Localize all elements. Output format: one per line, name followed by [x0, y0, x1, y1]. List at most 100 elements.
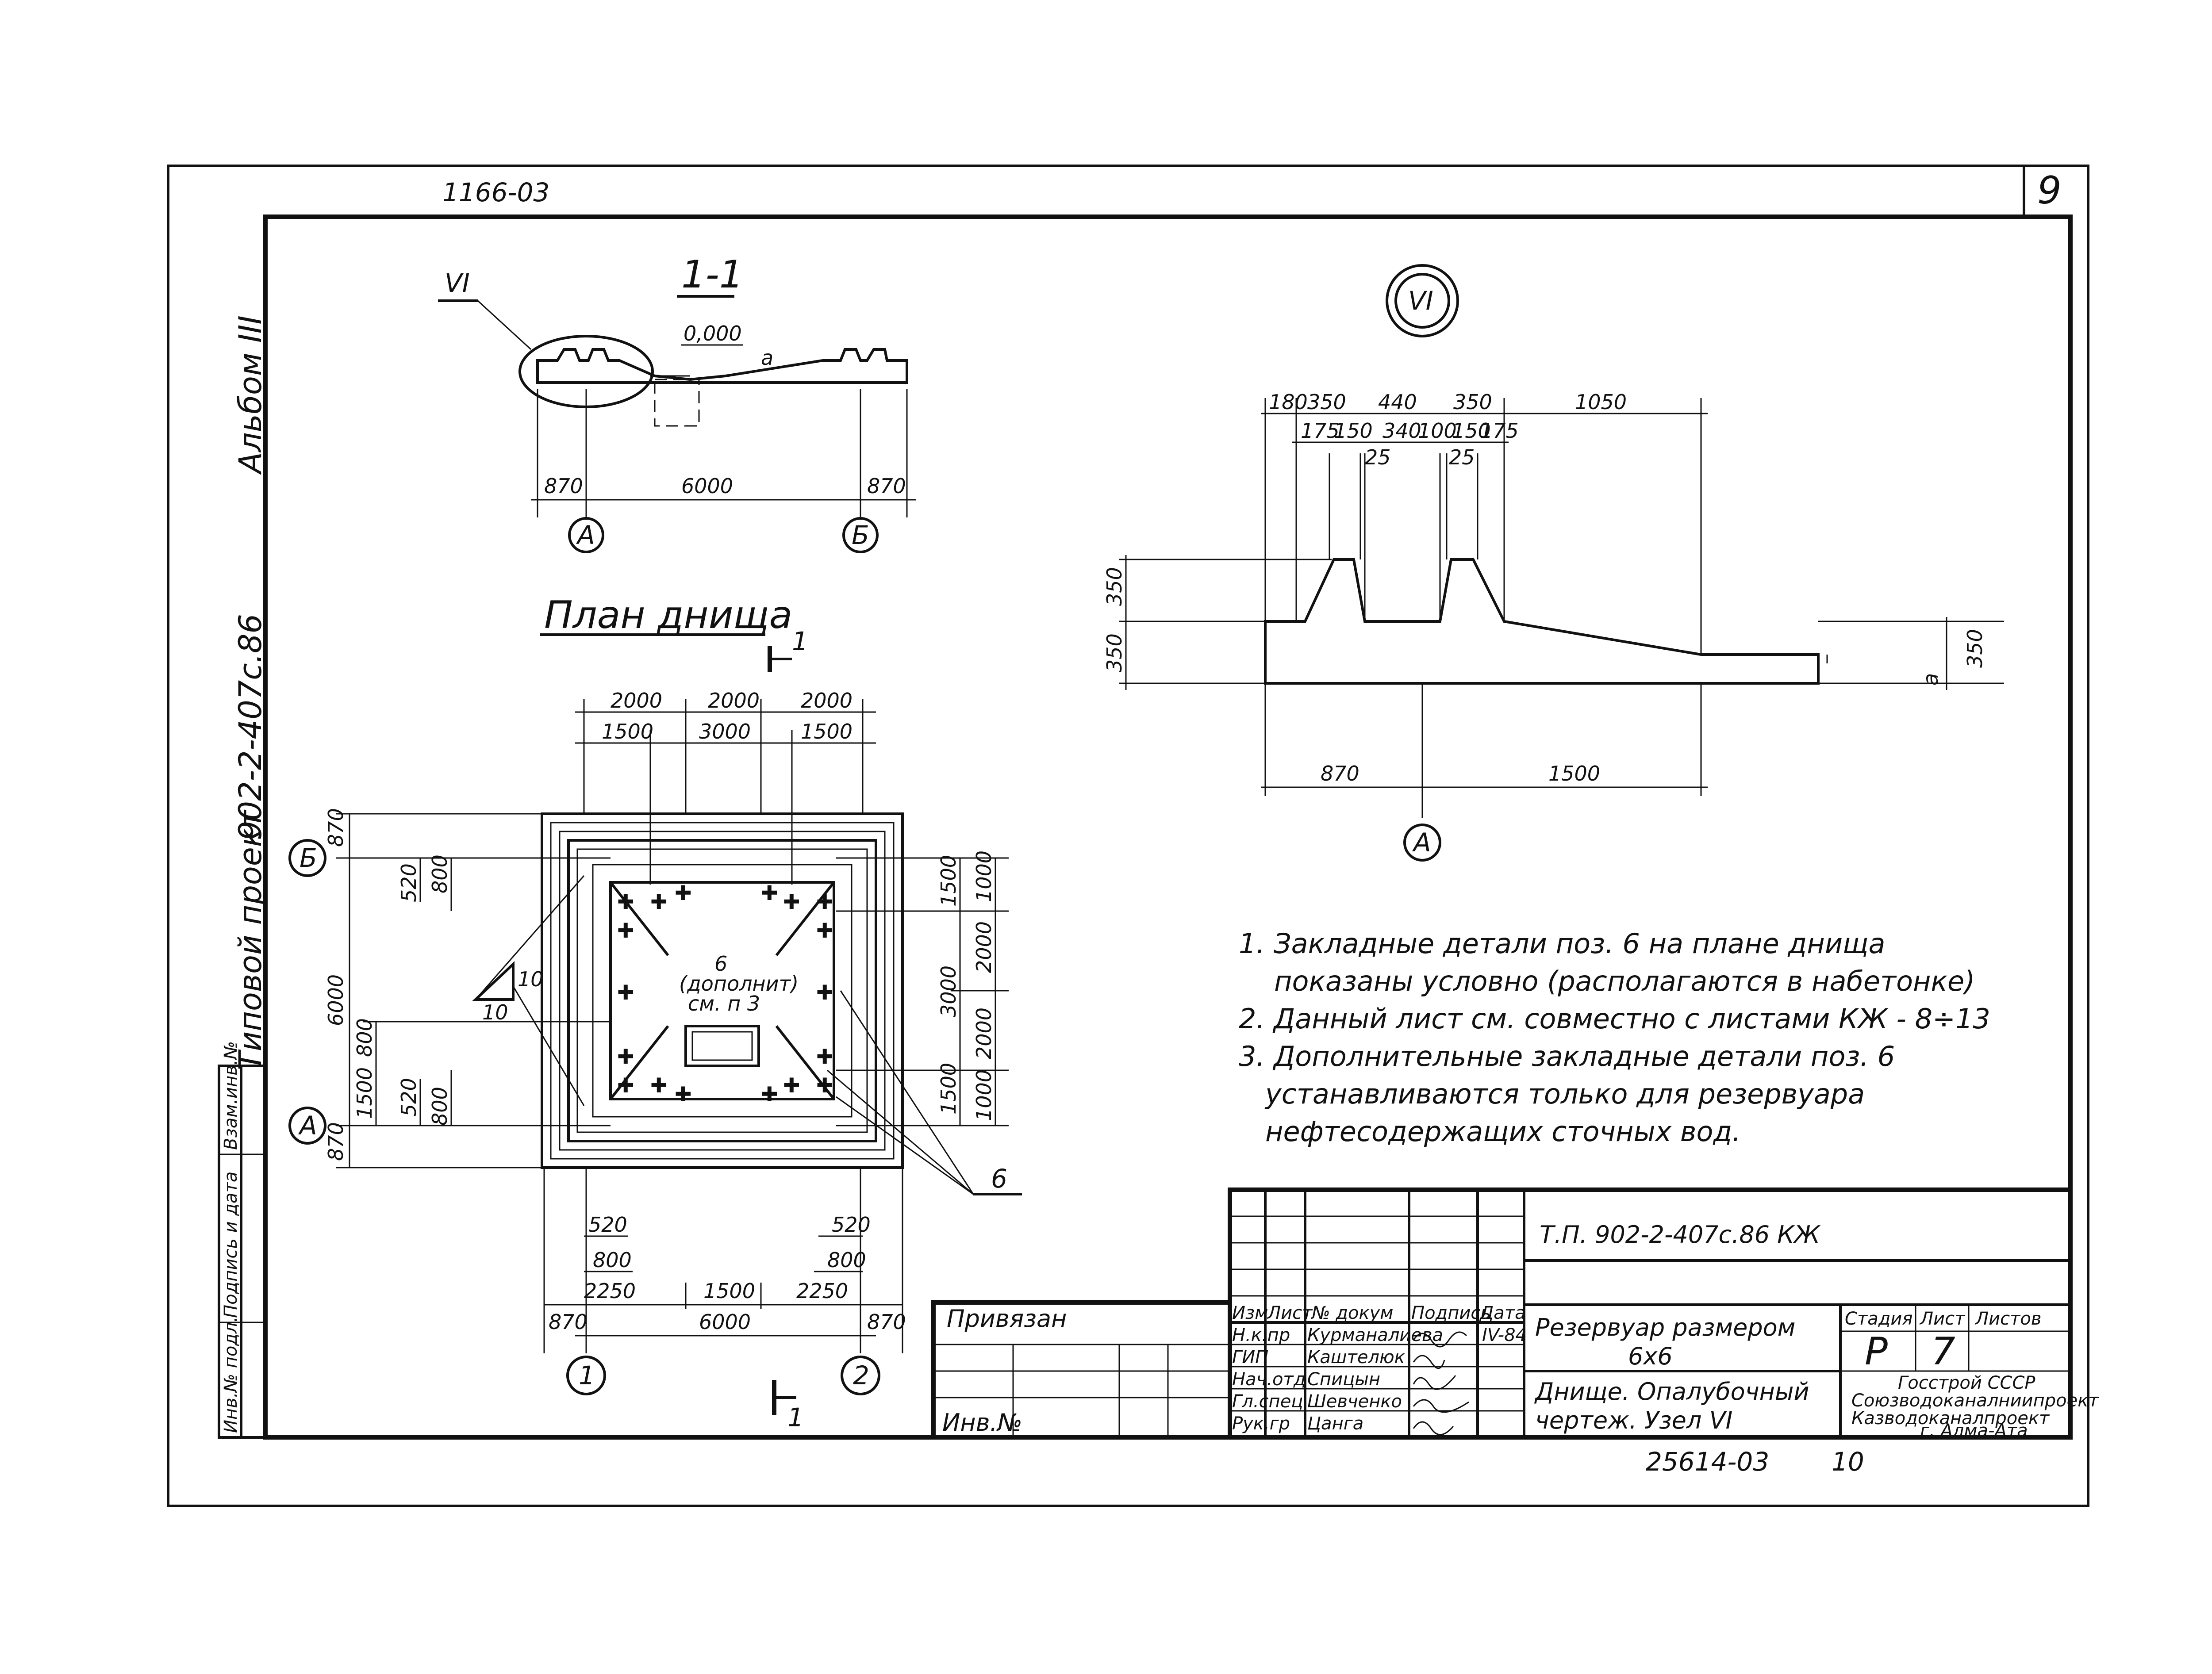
right-dim-2000-b: 2000: [972, 1007, 996, 1059]
vi-sub-175b: 175: [1480, 419, 1519, 443]
hdr-sign: Подпись: [1411, 1303, 1491, 1323]
svg-text:✚: ✚: [816, 890, 833, 914]
left-dim-870-bot: 870: [324, 1122, 348, 1161]
org-1: Госстрой СССР: [1898, 1373, 2035, 1393]
slope-mark: a: [761, 346, 773, 370]
svg-text:✚: ✚: [617, 981, 634, 1004]
vi-top-350a: 350: [1307, 390, 1346, 414]
dim-870-left: 870: [544, 474, 583, 498]
svg-text:✚: ✚: [761, 881, 778, 905]
hdr-date: Дата: [1479, 1303, 1526, 1323]
right-dim-1500-top: 1500: [937, 855, 960, 907]
svg-text:✚: ✚: [617, 1073, 634, 1097]
vi-slope-mark: a: [1919, 673, 1943, 686]
svg-text:✚: ✚: [816, 1073, 833, 1097]
org-4: г. Алма-Ата: [1920, 1421, 2028, 1441]
vi-sub-150a: 150: [1334, 419, 1373, 443]
drawing-1: Днище. Опалубочный: [1534, 1378, 1809, 1406]
title-block: Привязан Инв.№ Изм Лист № докум Подпись …: [931, 1188, 2099, 1477]
left-small-1: 520: [397, 863, 421, 902]
vi-top-440: 440: [1378, 390, 1417, 414]
sheet-label: Лист: [1919, 1309, 1966, 1329]
slope-ratio-h: 10: [482, 1000, 508, 1024]
sheet-number: 9: [2037, 169, 2062, 213]
org-2: Союзводоканалниипроект: [1851, 1391, 2099, 1411]
archive-sheet: 10: [1832, 1447, 1864, 1477]
top-dim-6: 1500: [801, 720, 853, 743]
vi-right-350: 350: [1963, 629, 1987, 668]
axis-b-section: Б: [852, 520, 869, 550]
cut-mark-top: 1: [792, 626, 808, 656]
project-code: Т.П. 902-2-407с.86 КЖ: [1540, 1221, 1821, 1249]
object-1: Резервуар размером: [1535, 1314, 1795, 1341]
svg-text:✚: ✚: [675, 1082, 692, 1106]
bot-small-3: 520: [832, 1213, 871, 1237]
bot-dim-6: 870: [867, 1310, 906, 1334]
cut-mark-bottom: 1: [787, 1402, 804, 1433]
note-2: 2. Данный лист см. совместно с листами К…: [1239, 1003, 1990, 1035]
vi-sub-175a: 175: [1301, 419, 1340, 443]
role-2: ГИП: [1232, 1347, 1268, 1368]
bot-dim-5: 6000: [699, 1310, 751, 1334]
svg-text:✚: ✚: [783, 890, 800, 914]
inv-label: Инв.№: [942, 1409, 1022, 1436]
left-inner-800: 800: [353, 1018, 376, 1057]
note-3a: 3. Дополнительные закладные детали поз. …: [1239, 1040, 1895, 1073]
pos-6-label: 6: [991, 1164, 1007, 1194]
side-project-type: Типовой проект: [232, 809, 269, 1070]
level-mark: 0,000: [684, 322, 742, 345]
left-small-2: 800: [428, 854, 452, 893]
right-dim-1000-bot: 1000: [972, 1069, 996, 1121]
vi-bot-870: 870: [1321, 762, 1359, 785]
name-5: Цанга: [1307, 1414, 1363, 1434]
archive-number: 25614-03: [1646, 1447, 1769, 1477]
note-3b: устанавливаются только для резервуара: [1264, 1078, 1865, 1110]
note-1b: показаны условно (располагаются в набето…: [1274, 965, 1975, 997]
svg-text:✚: ✚: [617, 919, 634, 942]
vi-left-350-bot: 350: [1102, 633, 1126, 672]
bound-label: Привязан: [947, 1305, 1067, 1333]
svg-text:✚: ✚: [816, 1045, 833, 1069]
side-col-inv: Инв.№ подл.: [221, 1317, 241, 1433]
svg-text:✚: ✚: [783, 1073, 800, 1097]
slope-ratio-v: 10: [518, 967, 544, 991]
side-project-label: Типовой проект 902-2-407с.86 Альбом III: [232, 315, 269, 1070]
plan-bottom: План днища 1 ✚✚ ✚✚ ✚✚ ✚✚ ✚✚ ✚✚ ✚✚ ✚✚ ✚✚: [288, 593, 1022, 1433]
hdr-doc: № докум: [1311, 1303, 1393, 1323]
section-title: 1-1: [681, 253, 743, 297]
role-1: Н.к.пр: [1232, 1325, 1290, 1345]
org-3: Казводоканалпроект: [1851, 1408, 2050, 1429]
vi-small-25b: 25: [1449, 445, 1475, 469]
dim-6000: 6000: [681, 474, 733, 498]
svg-text:✚: ✚: [650, 890, 668, 914]
name-4: Шевченко: [1307, 1391, 1402, 1412]
left-small-3: 520: [397, 1078, 421, 1117]
svg-text:✚: ✚: [761, 1082, 778, 1106]
notes: 1. Закладные детали поз. 6 на плане днищ…: [1239, 927, 1990, 1148]
center-note-add: (дополнит): [679, 972, 799, 996]
bot-dim-1: 2250: [584, 1279, 636, 1303]
vi-small-25a: 25: [1365, 445, 1391, 469]
svg-text:✚: ✚: [675, 881, 692, 905]
object-2: 6х6: [1628, 1342, 1673, 1370]
bot-small-2: 800: [593, 1248, 632, 1272]
axis-b-plan: Б: [300, 843, 317, 873]
side-col-replace: Взам.инв.№: [221, 1041, 241, 1150]
top-dim-5: 3000: [699, 720, 751, 743]
bot-dim-2: 1500: [703, 1279, 755, 1303]
top-dim-2: 2000: [708, 689, 760, 713]
detail-vi: VI 180 350 440 350 1050 175 150 340 100 …: [1102, 264, 2004, 862]
svg-text:✚: ✚: [816, 981, 833, 1004]
svg-text:✚: ✚: [617, 890, 634, 914]
bot-dim-4: 870: [549, 1310, 588, 1334]
left-inner-1500: 1500: [353, 1067, 376, 1119]
hdr-izm: Изм: [1232, 1303, 1268, 1323]
drawing-2: чертеж. Узел VI: [1535, 1406, 1732, 1434]
signatures: [1413, 1331, 1469, 1436]
top-dim-1: 2000: [611, 689, 662, 713]
name-2: Каштелюк: [1307, 1347, 1405, 1368]
plan-title: План днища: [544, 593, 792, 637]
center-note-see: см. п 3: [688, 992, 760, 1015]
axis-a-section: А: [576, 520, 595, 550]
